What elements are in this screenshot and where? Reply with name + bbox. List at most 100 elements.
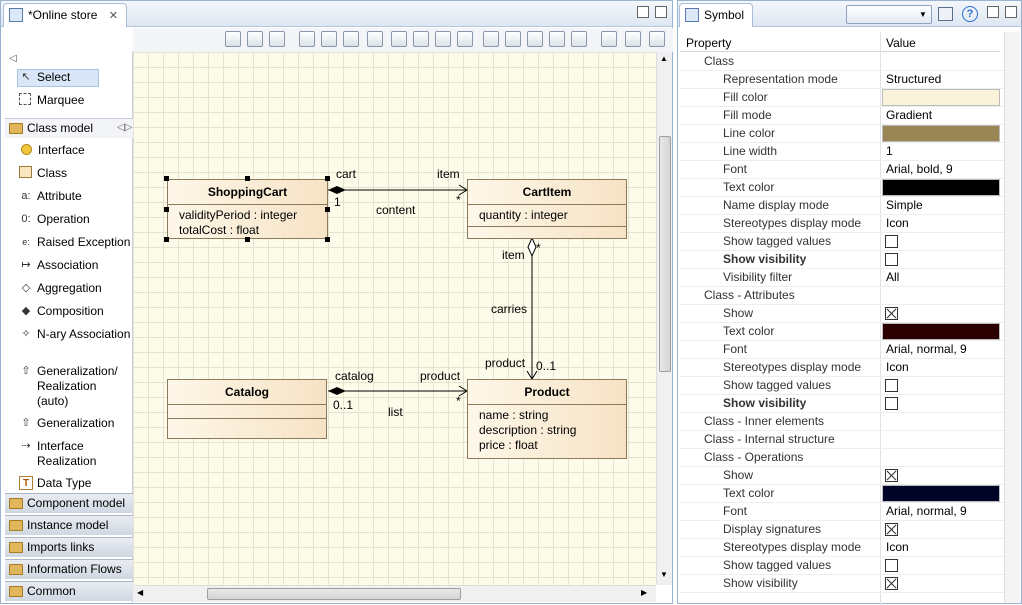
property-value[interactable]: Icon [886, 216, 909, 230]
property-value[interactable]: 1 [886, 144, 893, 158]
checkbox[interactable] [885, 559, 898, 572]
align-top-icon[interactable] [391, 31, 407, 47]
zoom-in-icon[interactable] [225, 31, 241, 47]
section-imports-links[interactable]: Imports links [5, 537, 133, 557]
checkbox[interactable] [885, 469, 898, 482]
export-image-icon[interactable] [343, 31, 359, 47]
property-group-row[interactable]: Class - Operations [680, 449, 1020, 467]
checkbox[interactable] [885, 379, 898, 392]
checkbox[interactable] [885, 235, 898, 248]
align-right-icon[interactable] [457, 31, 473, 47]
select-frame-icon[interactable] [367, 31, 383, 47]
class-product[interactable]: Product name : string description : stri… [467, 379, 627, 459]
palette-item-raised-exception[interactable]: e: Raised Exception [19, 235, 130, 255]
layout-icon[interactable] [649, 31, 665, 47]
distribute-vertical-icon[interactable] [549, 31, 565, 47]
selection-handle[interactable] [164, 207, 169, 212]
scroll-thumb[interactable] [207, 588, 461, 600]
selection-handle[interactable] [164, 176, 169, 181]
property-value[interactable]: Simple [886, 198, 923, 212]
palette-item-nary-association[interactable]: ✧ N-ary Association [19, 327, 131, 361]
checkbox[interactable] [885, 253, 898, 266]
minimize-icon[interactable] [987, 6, 999, 18]
section-instance-model[interactable]: Instance model [5, 515, 133, 535]
section-common[interactable]: Common [5, 581, 133, 601]
property-value[interactable]: Arial, normal, 9 [886, 342, 967, 356]
property-value[interactable]: Gradient [886, 108, 933, 122]
attribute[interactable]: totalCost : float [179, 223, 260, 237]
tool-select[interactable]: ↖ Select [19, 70, 70, 90]
palette-item-operation[interactable]: 0: Operation [19, 212, 89, 232]
format-painter-icon[interactable] [601, 31, 617, 47]
collapse-palette-icon[interactable]: ◁ [9, 53, 17, 64]
property-row[interactable]: Line color [680, 125, 1020, 143]
property-value[interactable]: Icon [886, 360, 909, 374]
checkbox[interactable] [885, 577, 898, 590]
selection-handle[interactable] [164, 237, 169, 242]
selection-handle[interactable] [245, 176, 250, 181]
class-cartitem[interactable]: CartItem quantity : integer [467, 179, 627, 239]
property-row[interactable]: Text color [680, 323, 1020, 341]
palette-item-generalization[interactable]: ⇧ Generalization [19, 416, 114, 436]
multiplicity-label[interactable]: 0..1 [536, 359, 557, 373]
maximize-icon[interactable] [1005, 6, 1017, 18]
align-bottom-icon[interactable] [435, 31, 451, 47]
selection-handle[interactable] [325, 237, 330, 242]
center-horizontal-icon[interactable] [483, 31, 499, 47]
property-row[interactable]: Text color [680, 485, 1020, 503]
property-value[interactable]: Structured [886, 72, 942, 86]
property-value[interactable]: Arial, normal, 9 [886, 504, 967, 518]
property-row[interactable]: Show tagged values [680, 377, 1020, 395]
palette-item-data-type[interactable]: T Data Type [19, 476, 91, 490]
property-row[interactable]: Show [680, 467, 1020, 485]
close-icon[interactable]: ✕ [108, 10, 118, 22]
center-vertical-icon[interactable] [505, 31, 521, 47]
palette-item-composition[interactable]: ◆ Composition [19, 304, 104, 324]
checkbox[interactable] [885, 397, 898, 410]
value-column-header[interactable]: Value [880, 32, 1000, 52]
zoom-fit-icon[interactable] [247, 31, 263, 47]
multiplicity-label[interactable]: 1 [334, 195, 341, 209]
vertical-scrollbar[interactable]: ▲ ▼ [656, 52, 672, 585]
palette-item-aggregation[interactable]: ◇ Aggregation [19, 281, 102, 301]
distribute-horizontal-icon[interactable] [527, 31, 543, 47]
zoom-out-icon[interactable] [269, 31, 285, 47]
tool-marquee[interactable]: Marquee [19, 93, 84, 113]
attribute[interactable]: validityPeriod : integer [179, 208, 298, 222]
property-row[interactable]: Show tagged values [680, 233, 1020, 251]
attribute[interactable]: quantity : integer [479, 208, 568, 222]
role-label[interactable]: product [485, 356, 526, 370]
help-icon[interactable]: ? [962, 6, 978, 22]
same-size-icon[interactable] [571, 31, 587, 47]
property-row[interactable]: Show visibility [680, 395, 1020, 413]
diagram-canvas[interactable]: ShoppingCart validityPeriod : integer to… [133, 52, 656, 585]
class-catalog[interactable]: Catalog [167, 379, 327, 439]
section-class-model[interactable]: Class model ◁▷ [5, 118, 133, 138]
scroll-right-icon[interactable]: ▶ [641, 588, 648, 597]
palette-item-class[interactable]: Class [19, 166, 67, 186]
color-swatch[interactable] [882, 485, 1000, 502]
association-name-label[interactable]: carries [491, 302, 528, 316]
align-left-icon[interactable] [413, 31, 429, 47]
property-row[interactable]: Show visibility [680, 251, 1020, 269]
style-dropdown[interactable]: ▼ [846, 5, 932, 24]
maximize-icon[interactable] [655, 6, 667, 18]
attribute[interactable]: name : string [479, 408, 549, 422]
grid-icon[interactable] [625, 31, 641, 47]
property-group-row[interactable]: Class - Inner elements [680, 413, 1020, 431]
property-row[interactable]: Show visibility [680, 575, 1020, 593]
scroll-thumb[interactable] [659, 136, 671, 372]
multiplicity-label[interactable]: * [536, 241, 541, 255]
palette-item-interface-realization[interactable]: ⇢ Interface Realization [19, 439, 131, 473]
class-shoppingcart[interactable]: ShoppingCart validityPeriod : integer to… [167, 179, 328, 239]
table-view-icon[interactable] [938, 7, 953, 21]
property-row[interactable]: Display signatures [680, 521, 1020, 539]
